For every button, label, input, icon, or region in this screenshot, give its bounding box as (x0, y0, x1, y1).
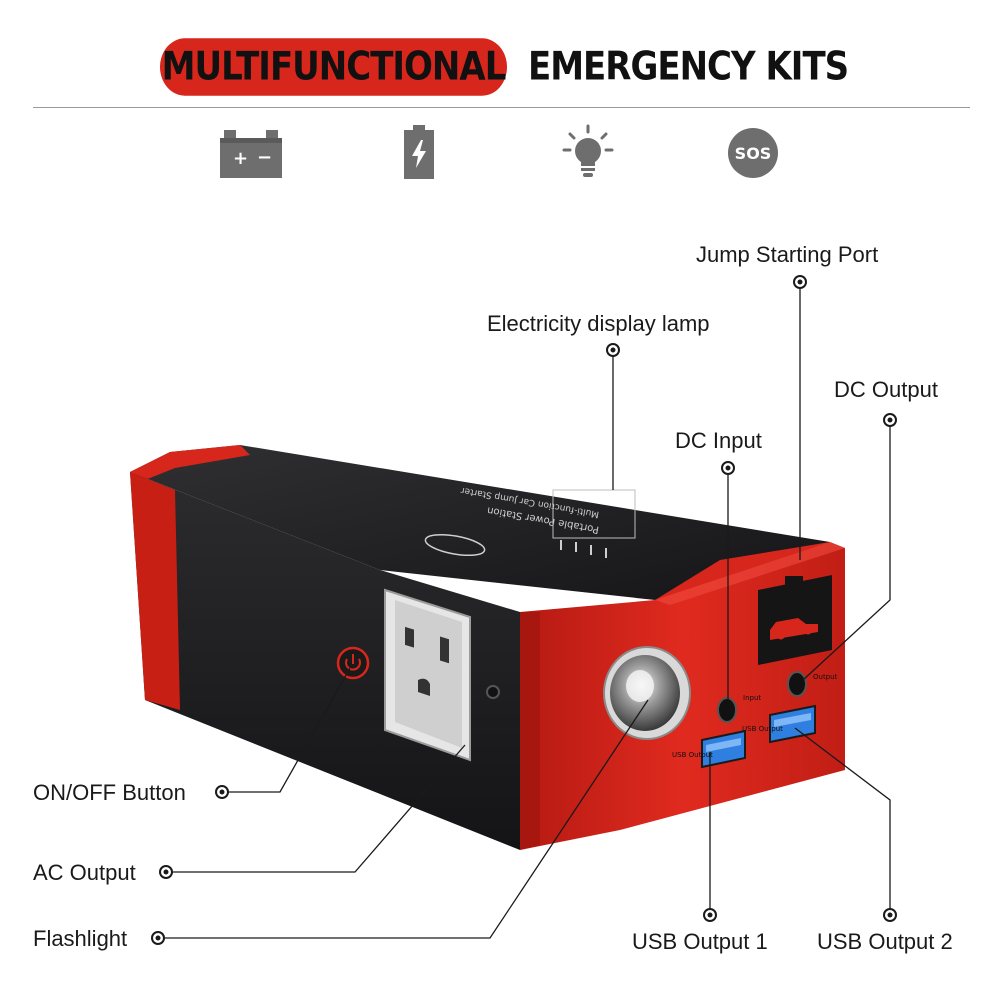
input-port-label: Input (743, 694, 761, 702)
usb-port-2-label: USB Output (742, 725, 783, 733)
callout-jump-starting-port: Jump Starting Port (696, 242, 879, 267)
battery-charge-icon (404, 125, 434, 179)
dc-output-port[interactable]: Output (787, 671, 838, 697)
usb-port-1-label: USB Output (672, 751, 713, 759)
output-port-label: Output (813, 673, 838, 681)
light-bulb-icon (562, 124, 614, 177)
jump-starting-port[interactable] (758, 575, 832, 665)
callout-on-off-button: ON/OFF Button (33, 780, 186, 805)
callout-ac-output: AC Output (33, 860, 136, 885)
leader-ac-output (166, 744, 466, 873)
usb-output-2-port[interactable]: USB Output (742, 704, 816, 744)
svg-text:+: + (233, 148, 248, 169)
leader-lines (158, 282, 891, 939)
leader-usb-2 (794, 727, 891, 915)
brand-logo (424, 533, 486, 557)
leader-on-off (222, 667, 351, 793)
leader-flashlight (158, 699, 649, 939)
usb-output-1-port[interactable]: USB Output (672, 729, 746, 769)
device-front-face (130, 472, 520, 850)
screw (486, 685, 500, 699)
header-divider (33, 107, 970, 108)
ac-output-socket[interactable] (384, 588, 471, 762)
flashlight-lens (603, 646, 691, 740)
car-battery-icon: + − (220, 130, 282, 178)
callout-flashlight: Flashlight (33, 926, 128, 951)
display-lamp-area (552, 489, 636, 539)
title-highlight: MULTIFUNCTIONAL (160, 38, 507, 96)
callout-usb-output-1: USB Output 1 (632, 929, 768, 954)
callout-dc-output: DC Output (834, 377, 938, 402)
on-off-button[interactable] (336, 646, 370, 680)
callout-dot-centers (155, 279, 893, 941)
header: MULTIFUNCTIONAL EMERGENCY KITS (0, 0, 1000, 110)
svg-text:−: − (257, 147, 272, 168)
sos-icon: SOS (728, 128, 778, 178)
callout-electricity-display-lamp: Electricity display lamp (487, 311, 710, 336)
dc-input-port[interactable]: Input (717, 694, 761, 723)
callout-usb-output-2: USB Output 2 (817, 929, 953, 954)
battery-level-leds (560, 540, 607, 558)
leader-dc-output (802, 420, 891, 681)
callout-dc-input: DC Input (675, 428, 762, 453)
title-rest: EMERGENCY KITS (528, 44, 849, 90)
